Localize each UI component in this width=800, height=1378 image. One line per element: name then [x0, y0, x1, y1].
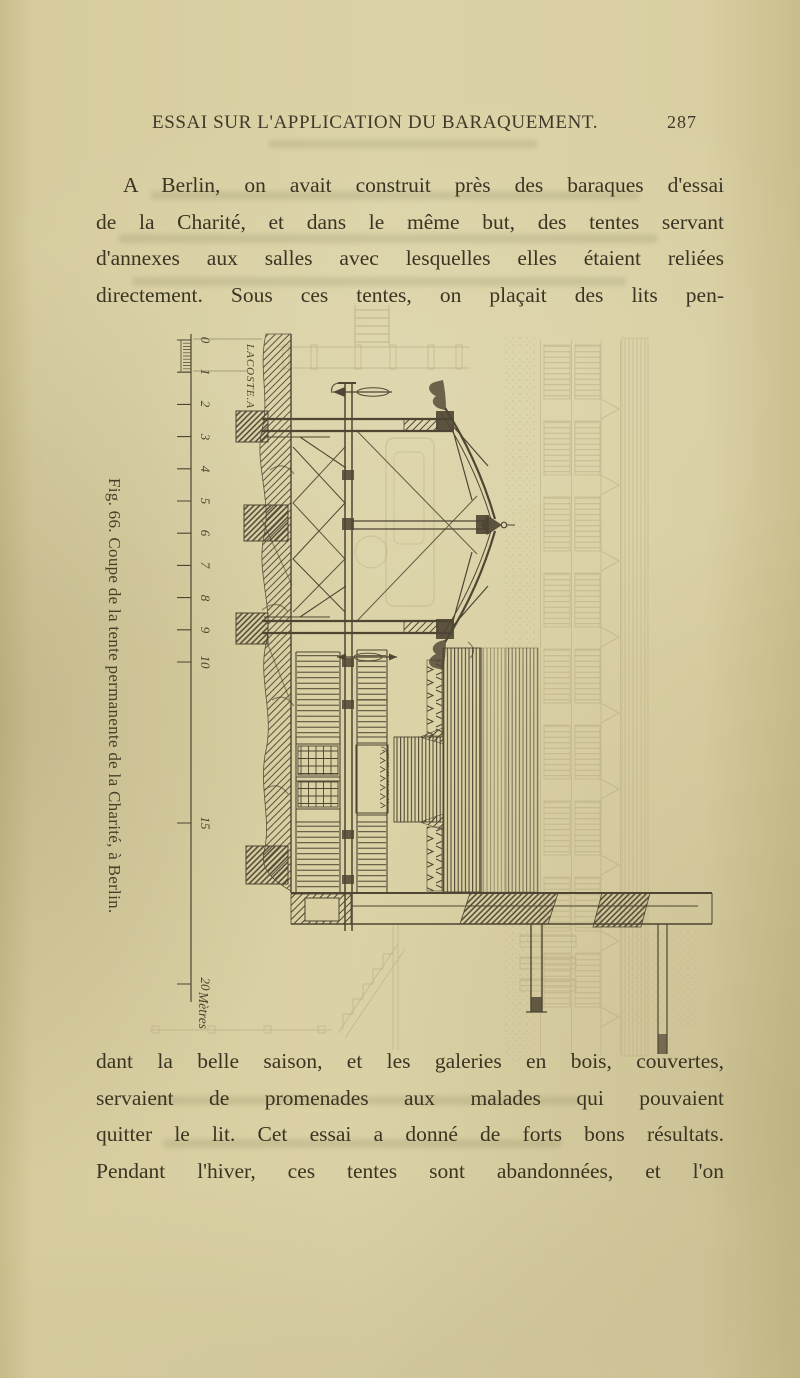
figure-labels: 0 1 2 3 4 5 6 7 8 9 10 15 20 Mètres LACO…: [196, 337, 256, 1029]
scale-label-20: 20: [198, 978, 213, 992]
text-line: dant la belle saison, et les galeries en…: [96, 1049, 724, 1073]
text-line: d'annexes aux salles avec lesquelles ell…: [96, 246, 724, 271]
showthrough-smudge: [150, 1096, 580, 1105]
paragraph-bottom: dant la belle saison, et les galeries en…: [96, 1043, 724, 1189]
page-number: 287: [667, 112, 697, 132]
scale-label: 3: [198, 433, 213, 441]
scale-label: 1: [198, 369, 213, 376]
showthrough-smudge: [268, 140, 538, 148]
scale-label: 10: [198, 656, 213, 670]
scale-label: 5: [198, 498, 213, 505]
text-line: A Berlin, on avait construit près des ba…: [123, 173, 724, 197]
text-line: de la Charité, et dans le même but, des …: [96, 209, 724, 234]
scale-label: 4: [198, 466, 213, 473]
scale-ruler: [177, 334, 262, 1002]
text-line: directement. Sous ces tentes, on plaçait…: [96, 282, 724, 307]
scale-label-15: 15: [198, 817, 213, 831]
text-line: servaient de promenades aux malades qui …: [96, 1085, 724, 1110]
scale-label: 0: [198, 337, 213, 344]
figure-caption: Fig. 66. Coupe de la tente permanente de…: [105, 478, 124, 914]
paragraph-top: A Berlin, on avait construit près des ba…: [96, 167, 724, 313]
scale-label: 2: [198, 401, 213, 408]
header-title: ESSAI SUR L'APPLICATION DU BARAQUEMENT.: [152, 112, 599, 133]
scale-label: 7: [198, 562, 213, 569]
showthrough-smudge: [132, 277, 627, 286]
text-line: Pendant l'hiver, ces tentes sont abandon…: [96, 1158, 724, 1183]
scale-unit-label: Mètres: [196, 991, 211, 1029]
earth-embankment: [235, 333, 295, 893]
showthrough-smudge: [150, 191, 640, 200]
engraving-main-layer: [177, 333, 713, 1054]
running-header: ESSAI SUR L'APPLICATION DU BARAQUEMENT. …: [152, 112, 697, 134]
floor-foundation: [290, 892, 713, 1054]
scale-label: 8: [198, 595, 213, 602]
tent-truss-structure: [262, 380, 515, 931]
showthrough-smudge: [162, 1139, 562, 1148]
showthrough-smudge: [118, 234, 658, 243]
scale-label: 6: [198, 530, 213, 537]
engraver-signature: LACOSTE.A: [244, 343, 256, 409]
scale-label: 9: [198, 627, 213, 634]
text-line: quitter le lit. Cet essai a donné de for…: [96, 1122, 724, 1147]
gallery-panels: [295, 641, 539, 893]
bleedthrough-ghost-layer: [150, 305, 698, 1062]
